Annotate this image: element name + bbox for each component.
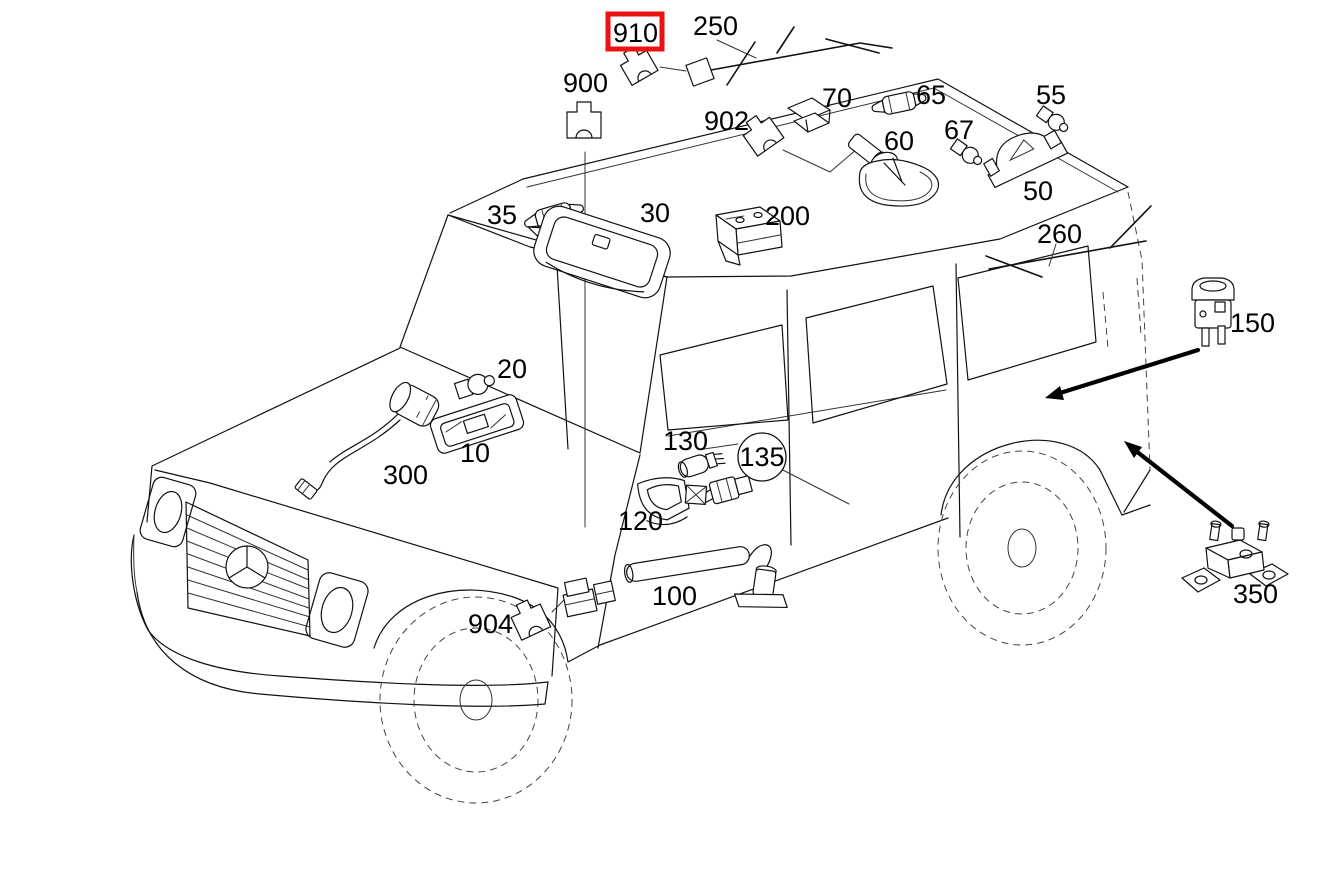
windshield-divider [555, 248, 569, 450]
grille [185, 501, 311, 637]
arrow-150-head [1045, 386, 1064, 400]
front-door-front-seam [597, 454, 641, 649]
part-label-260[interactable]: 260 [1037, 219, 1082, 249]
leader-260 [1048, 243, 1057, 267]
rocker-line [567, 517, 949, 663]
part-label-55[interactable]: 55 [1036, 80, 1066, 110]
pointer-arrows [1045, 347, 1235, 529]
part-icon-904 harness-connector-icon [510, 599, 552, 641]
front-wheel-arch [373, 589, 569, 663]
harness-250-connector [685, 57, 715, 87]
rear-wheel-hub [1007, 528, 1037, 568]
part-label-250[interactable]: 250 [693, 11, 738, 41]
right-headlight [305, 572, 369, 648]
arrow-350-head [1124, 441, 1142, 458]
arrow-150 [1057, 347, 1201, 396]
part-label-350[interactable]: 350 [1233, 579, 1278, 609]
part-label-100[interactable]: 100 [652, 581, 697, 611]
part-icon-30 dome-lamp-icon [527, 205, 671, 299]
hood-front-edge [154, 469, 559, 677]
part-icon-150 door-contact-switch-icon [1191, 277, 1235, 347]
quarter-window [957, 245, 1097, 381]
hood-left-edge [146, 347, 401, 523]
leader-902 [782, 148, 858, 173]
leader-250 [716, 39, 757, 59]
part-icon-350 control-module-icon [1181, 520, 1289, 593]
part-icon-135 connector-icon [702, 474, 753, 505]
part-icon-50 interior-lamp-icon [983, 129, 1069, 189]
part-label-70[interactable]: 70 [822, 83, 852, 113]
rear-corner-edge [1127, 191, 1151, 471]
rear-wheel-arch [940, 439, 1123, 516]
part-icon-120 lamp-housing-icon [637, 477, 708, 526]
brand-star-spokes [228, 545, 266, 579]
part-label-135[interactable]: 135 [739, 442, 784, 472]
part-icon-100 tube-lamp-icon [562, 544, 788, 618]
part-icon-65 festoon-bulb-icon [871, 91, 927, 115]
part-label-904[interactable]: 904 [468, 609, 513, 639]
part-label-200[interactable]: 200 [765, 201, 810, 231]
part-icon-70 mounting-clip-icon [787, 97, 831, 133]
part-icons [294, 46, 1289, 641]
harness-250 [710, 26, 893, 86]
leader-130-135 [703, 443, 850, 505]
part-label-67[interactable]: 67 [944, 115, 974, 145]
part-label-50[interactable]: 50 [1023, 176, 1053, 206]
front-door-rear-seam [786, 289, 792, 546]
part-label-65[interactable]: 65 [916, 80, 946, 110]
part-icon-10 lamp-housing-icon [429, 394, 525, 454]
part-label-60[interactable]: 60 [884, 126, 914, 156]
rear-door-rear-seam [955, 263, 961, 538]
rear-lower-edge [1121, 469, 1151, 516]
highlight-box [605, 11, 665, 52]
part-icon-300 hand-lamp-with-cable-icon [294, 381, 440, 500]
vehicle-outline [130, 78, 1151, 804]
harness-260 [985, 205, 1152, 278]
part-icon-67 bulb-icon [949, 138, 983, 166]
rear-wheel-tire [937, 450, 1107, 646]
part-label-150[interactable]: 150 [1230, 308, 1275, 338]
rear-wheel-rim [965, 481, 1079, 615]
front-wheel-rim [413, 627, 539, 773]
part-icon-60 reading-lamp-icon [847, 133, 940, 207]
rear-hidden-lines [1102, 277, 1142, 349]
part-label-35[interactable]: 35 [487, 200, 517, 230]
part-icon-55 bulb-icon [1035, 105, 1069, 133]
front-door-window [659, 324, 789, 431]
part-icon-130 bulb-socket-icon [677, 451, 726, 478]
rear-door-window [805, 285, 948, 424]
part-labels: 910 250 900 902 70 65 60 67 55 50 35 30 … [383, 11, 1278, 639]
part-label-300[interactable]: 300 [383, 460, 428, 490]
circle-135 [737, 432, 787, 482]
bumper-top-edge [130, 534, 549, 686]
leader-910 [659, 66, 687, 72]
roof-bottom-edge [447, 186, 1129, 278]
part-label-910[interactable]: 910 [613, 18, 658, 48]
front-wheel-tire [379, 596, 573, 804]
front-wheel-hub [459, 679, 493, 721]
part-label-10[interactable]: 10 [460, 438, 490, 468]
part-icon-902 harness-connector-icon [742, 115, 785, 157]
part-label-900[interactable]: 900 [563, 68, 608, 98]
part-label-30[interactable]: 30 [640, 198, 670, 228]
part-label-120[interactable]: 120 [618, 506, 663, 536]
part-icon-200 control-module-icon [715, 206, 783, 266]
part-label-20[interactable]: 20 [497, 354, 527, 384]
part-label-130[interactable]: 130 [663, 426, 708, 456]
part-label-902[interactable]: 902 [704, 106, 749, 136]
bumper-left-cap [133, 534, 138, 593]
part-icon-900 harness-connector-icon [566, 101, 602, 139]
left-headlight [139, 476, 197, 548]
part-icon-20 bulb-icon [453, 373, 495, 400]
part-icon-910 harness-connector-icon [619, 46, 659, 86]
arrow-350 [1133, 448, 1235, 529]
